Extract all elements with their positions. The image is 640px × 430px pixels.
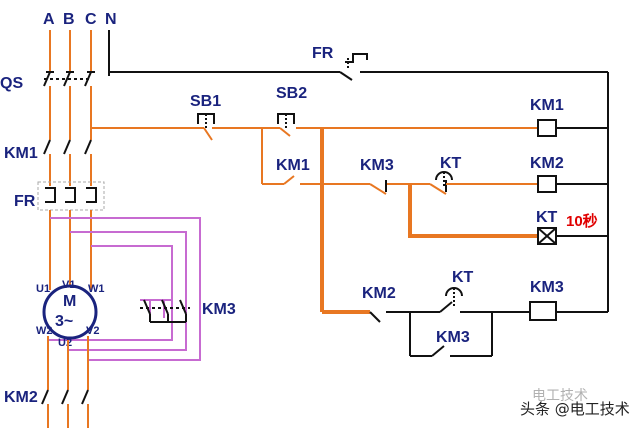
rung-km3 [322,287,608,323]
rung-km1 [190,113,608,141]
rung-km2 [322,171,608,195]
kt-coil-cross-b [537,227,557,245]
km1-main-contacts [43,139,92,155]
fr-thermal-relay [37,181,105,211]
kt-coil-label: KT [536,209,558,226]
kt-contact-label: KT [440,155,462,172]
motor: M 3~ [42,284,98,340]
watermark-text: 头条 @电工技术 [520,400,630,418]
km1-hold-label: KM1 [276,157,310,174]
km3-star-contacts [140,299,190,323]
rung-kt [408,184,608,238]
km3-coil [529,301,557,321]
phase-a-label: A [43,11,55,28]
fr-control-label: FR [312,45,334,62]
km2-coil-label: KM2 [530,155,564,172]
km3-contact-label: KM3 [360,157,394,174]
phase-lines-lower [49,154,92,186]
km2-coil [537,175,557,193]
motor-letter: M [63,293,76,310]
violet-wiring [48,217,201,361]
km1-coil-label: KM1 [530,97,564,114]
timer-note: 10秒 [566,212,598,230]
km3-coil-label: KM3 [530,279,564,296]
fr-power-label: FR [14,193,36,210]
km2-power-label: KM2 [4,389,38,406]
phase-lines-motor [49,210,92,290]
terminal-v2: V2 [86,325,99,337]
km3-power-label: KM3 [202,301,236,318]
km1-hold-branch [261,128,323,185]
sb1-label: SB1 [190,93,221,110]
kt-contact2-label: KT [452,269,474,286]
neutral-n-label: N [105,11,117,28]
km1-coil [537,119,557,137]
qs-label: QS [0,75,23,92]
phase-c-label: C [85,11,97,28]
phase-b-label: B [63,11,75,28]
control-top-line [109,53,608,81]
terminal-u2: U2 [58,337,72,349]
km3-hold-branch [409,312,493,357]
km1-power-label: KM1 [4,145,38,162]
motor-phase-text: 3~ [55,313,73,330]
km2-contact-label: KM2 [362,285,396,302]
terminal-v1: V1 [62,279,75,291]
watermark-ghost: 电工技术 [532,388,588,404]
km3-hold-label: KM3 [436,329,470,346]
phase-lines-mid [49,86,92,140]
qs-switch [43,71,95,87]
terminal-w2: W2 [36,325,53,337]
phase-lines [49,30,92,72]
phase-lines-bottom [47,336,89,390]
terminal-u1: U1 [36,283,50,295]
sb2-label: SB2 [276,85,307,102]
terminal-w1: W1 [88,283,105,295]
km2-main-contacts [41,389,89,428]
